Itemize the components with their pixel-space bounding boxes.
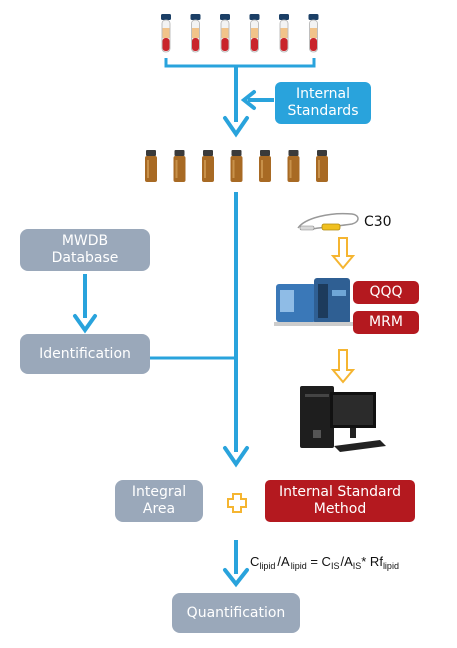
yellow-arrow-1 <box>330 237 356 270</box>
sample-vial-icon <box>287 150 300 182</box>
sample-vial-icon <box>230 150 243 182</box>
blood-tube-icon <box>220 14 230 53</box>
blood-tube-icon <box>190 14 201 53</box>
internal-standards-box: Internal Standards <box>275 82 371 124</box>
tubes-bracket <box>164 58 316 68</box>
sample-vials-group <box>145 150 328 182</box>
sample-vial-icon <box>259 150 271 182</box>
integral-area-box: Integral Area <box>115 480 203 522</box>
identification-box: Identification <box>20 334 150 374</box>
main-flow-arrow-head <box>223 446 249 468</box>
sample-vial-icon <box>316 150 328 182</box>
blood-tube-icon <box>161 14 171 53</box>
mwdb-to-identification-head <box>73 314 97 334</box>
quantification-box: Quantification <box>172 593 300 633</box>
blood-tube-icon <box>308 14 319 53</box>
quantification-formula: Clipid/Alipid = CIS/AIS* Rflipid <box>250 554 399 571</box>
blood-tube-icon <box>279 14 289 53</box>
arrow-to-quantification-head <box>223 568 249 588</box>
blood-tube-icon <box>249 14 260 53</box>
plus-icon <box>227 493 247 513</box>
sample-vial-icon <box>145 150 157 182</box>
yellow-arrow-2 <box>330 349 356 384</box>
mass-spectrometer-icon <box>274 278 354 326</box>
c30-column-icon <box>297 212 359 231</box>
qqq-label: QQQ <box>353 281 419 304</box>
column-label: C30 <box>364 214 392 230</box>
sample-vial-icon <box>173 150 186 182</box>
arrow-to-vials-head <box>223 116 249 138</box>
workstation-icon <box>300 386 386 452</box>
sample-vial-icon <box>202 150 214 182</box>
internal-standard-method-box: Internal Standard Method <box>265 480 415 522</box>
mrm-label: MRM <box>353 311 419 334</box>
internal-standards-arrow-head <box>240 90 256 110</box>
blood-tubes-group <box>161 14 319 53</box>
mwdb-database-box: MWDB Database <box>20 229 150 271</box>
